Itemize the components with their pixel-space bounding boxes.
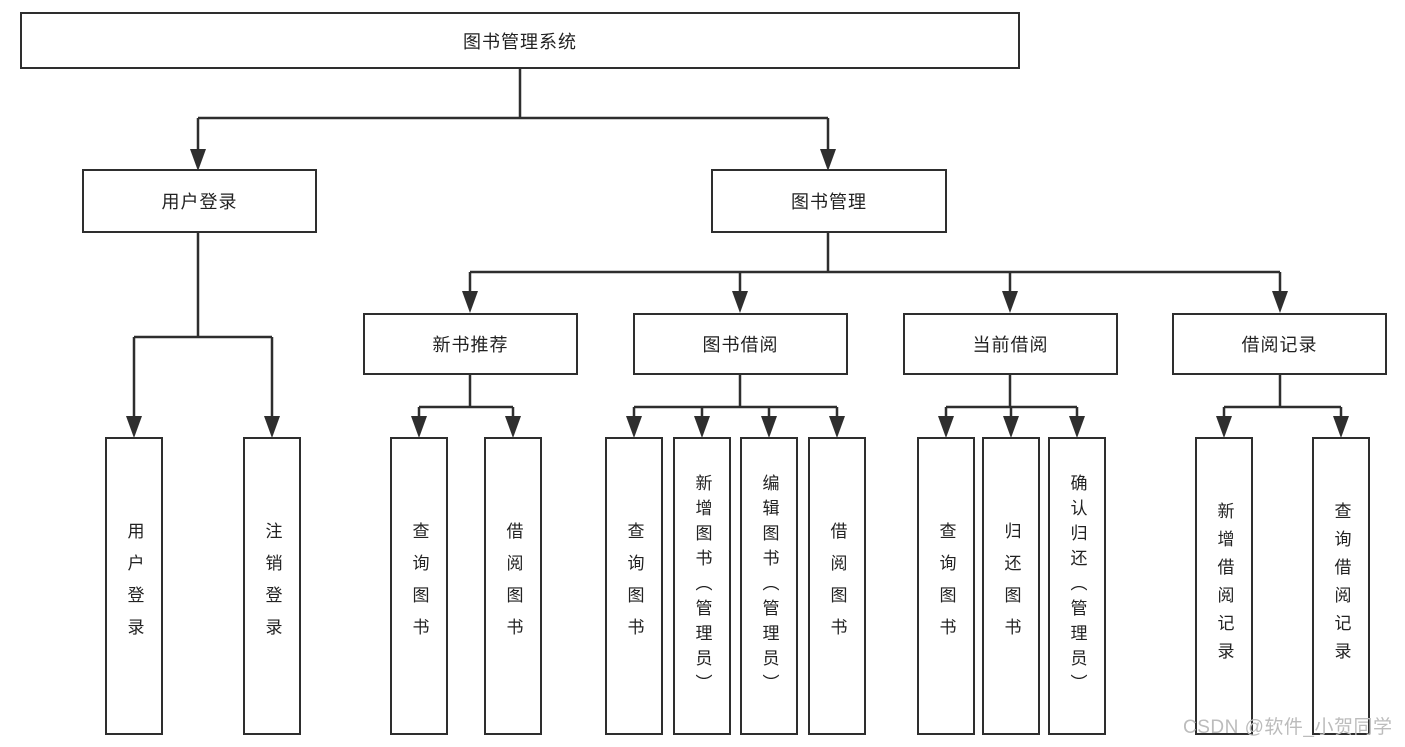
node-label: 借阅图书 <box>827 522 847 650</box>
leaf-current-confirm-return-admin: 确认归还（管理员） <box>1048 437 1106 735</box>
node-new-book-recommend: 新书推荐 <box>363 313 578 375</box>
leaf-borrowing-query-books: 查询图书 <box>605 437 663 735</box>
leaf-recommend-query-books: 查询图书 <box>390 437 448 735</box>
leaf-logout: 注销登录 <box>243 437 301 735</box>
node-label: 图书管理系统 <box>463 31 577 52</box>
node-current-borrowing: 当前借阅 <box>903 313 1118 375</box>
node-book-management: 图书管理 <box>711 169 947 233</box>
node-label: 图书借阅 <box>702 335 779 355</box>
leaf-records-query-record: 查询借阅记录 <box>1312 437 1370 735</box>
leaf-user-login: 用户登录 <box>105 437 163 735</box>
node-label: 图书管理 <box>791 192 867 212</box>
leaf-borrowing-edit-books-admin: 编辑图书（管理员） <box>740 437 798 735</box>
node-label: 用户登录 <box>124 522 144 650</box>
node-label: 新增图书（管理员） <box>692 473 712 699</box>
arrowheads <box>126 149 1349 438</box>
node-label: 编辑图书（管理员） <box>759 473 779 699</box>
node-label: 新书推荐 <box>432 335 509 355</box>
node-label: 查询图书 <box>936 522 956 650</box>
leaf-borrowing-borrow-books: 借阅图书 <box>808 437 866 735</box>
leaf-current-return-books: 归还图书 <box>982 437 1040 735</box>
leaf-current-query-books: 查询图书 <box>917 437 975 735</box>
node-root-system: 图书管理系统 <box>20 12 1020 69</box>
leaf-records-add-record: 新增借阅记录 <box>1195 437 1253 735</box>
node-label: 借阅图书 <box>503 522 523 650</box>
node-label: 查询图书 <box>409 522 429 650</box>
csdn-watermark: CSDN @软件_小贺同学 <box>1183 717 1393 738</box>
node-label: 确认归还（管理员） <box>1067 473 1087 699</box>
node-label: 借阅记录 <box>1241 335 1318 355</box>
node-label: 归还图书 <box>1001 522 1021 650</box>
node-label: 查询借阅记录 <box>1331 502 1351 670</box>
node-user-login: 用户登录 <box>82 169 317 233</box>
node-label: 查询图书 <box>624 522 644 650</box>
node-label: 用户登录 <box>161 192 238 212</box>
node-book-borrowing: 图书借阅 <box>633 313 848 375</box>
node-label: 当前借阅 <box>972 335 1049 355</box>
node-label: 注销登录 <box>262 522 282 650</box>
leaf-borrowing-add-books-admin: 新增图书（管理员） <box>673 437 731 735</box>
node-label: 新增借阅记录 <box>1214 502 1234 670</box>
node-borrowing-records: 借阅记录 <box>1172 313 1387 375</box>
leaf-recommend-borrow-books: 借阅图书 <box>484 437 542 735</box>
